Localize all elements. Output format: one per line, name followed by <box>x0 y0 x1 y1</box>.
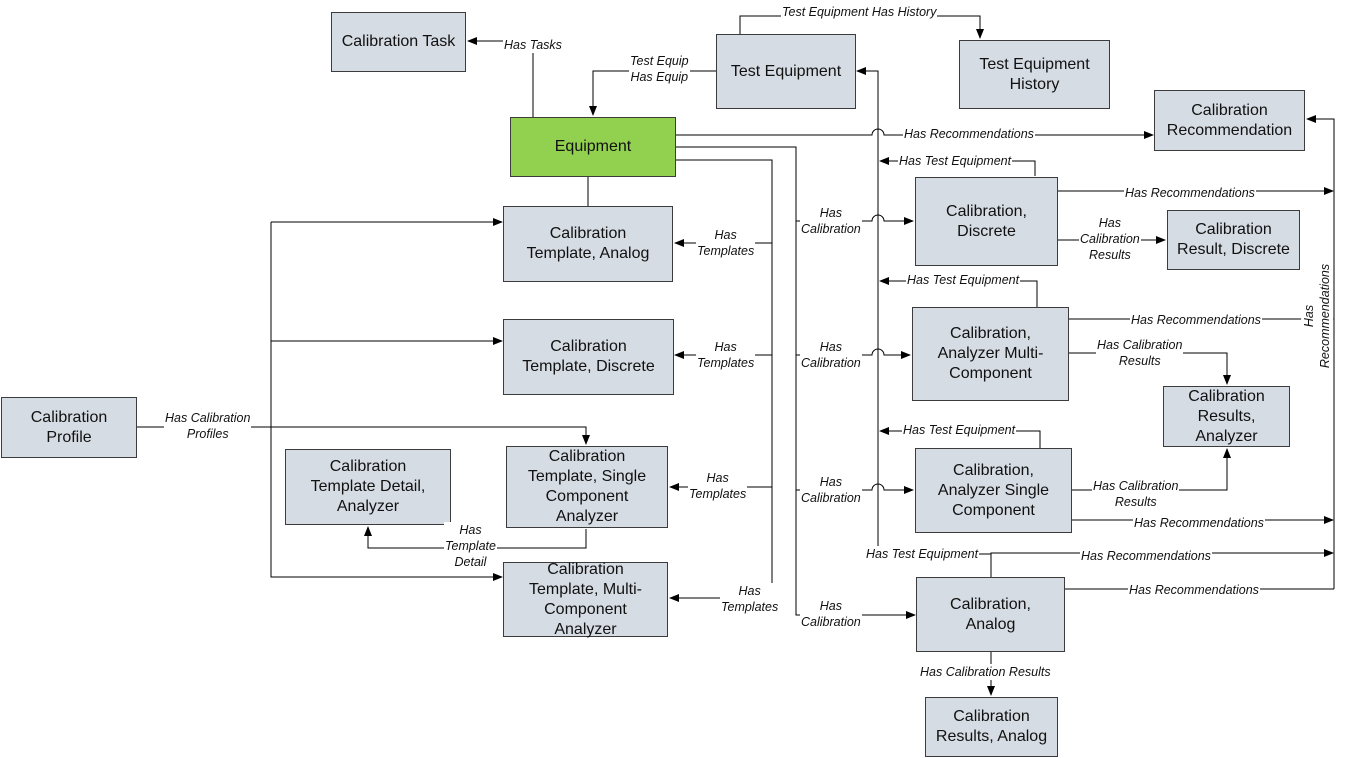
label-has-calibration-results-1: Has Calibration Results <box>1079 215 1141 263</box>
label-has-templates-4: Has Templates <box>720 583 780 615</box>
label-has-template-detail: Has Template Detail <box>444 522 497 570</box>
edge-has-recommendations-bus <box>1306 115 1335 589</box>
label-has-calibration-profiles: Has Calibration Profiles <box>164 410 252 442</box>
label-has-test-equipment-4: Has Test Equipment <box>865 546 980 562</box>
box-calibration-discrete: Calibration, Discrete <box>915 177 1058 266</box>
box-calibration-analog: Calibration, Analog <box>916 577 1065 652</box>
edge-has-calibration-2 <box>796 348 911 359</box>
label-has-calibration-4: Has Calibration <box>800 598 862 630</box>
label-has-calibration-2: Has Calibration <box>800 339 862 371</box>
edge-equipment-calibration-trunk <box>676 146 916 619</box>
label-has-calibration-3: Has Calibration <box>800 474 862 506</box>
edge-equipment-templates-trunk <box>669 159 773 602</box>
box-cal-template-multi: Calibration Template, Multi- Component A… <box>503 561 668 638</box>
label-test-equip-has-equip: Test Equip Has Equip <box>629 53 690 85</box>
edge-has-calibration-3 <box>796 483 914 494</box>
box-test-equipment-history: Test Equipment History <box>959 40 1110 109</box>
label-has-recommendations-4: Has Recommendations <box>1080 548 1212 564</box>
label-has-templates-1: Has Templates <box>696 227 756 259</box>
box-equipment: Equipment <box>510 117 676 177</box>
label-has-test-equipment-1: Has Test Equipment <box>898 153 1013 169</box>
label-has-recommendations-5: Has Recommendations <box>1128 582 1260 598</box>
label-has-calibration-results-4: Has Calibration Results <box>919 664 1052 680</box>
edge-has-test-equipment-bus <box>856 67 879 548</box>
edge-has-calibration-1 <box>796 214 914 225</box>
box-cal-result-discrete: Calibration Result, Discrete <box>1167 210 1300 270</box>
label-has-test-equipment-3: Has Test Equipment <box>902 422 1017 438</box>
label-has-recommendations-2: Has Recommendations <box>1130 312 1262 328</box>
label-has-tasks: Has Tasks <box>503 37 563 53</box>
label-has-templates-2: Has Templates <box>696 339 756 371</box>
box-cal-template-discrete: Calibration Template, Discrete <box>503 319 674 395</box>
box-calibration-profile: Calibration Profile <box>1 397 137 458</box>
label-has-test-equipment-2: Has Test Equipment <box>906 272 1021 288</box>
box-cal-template-single: Calibration Template, Single Component A… <box>506 446 668 528</box>
label-has-recommendations-top: Has Recommendations <box>903 126 1035 142</box>
label-has-calibration-results-3: Has Calibration Results <box>1092 478 1180 510</box>
label-has-templates-3: Has Templates <box>688 470 748 502</box>
edge-profile-trunk <box>270 222 503 581</box>
label-test-equip-has-history: Test Equipment Has History <box>781 4 938 20</box>
edge-has-calibration-profiles <box>137 426 590 445</box>
edge-has-recommendations-4 <box>990 549 1334 577</box>
label-has-calibration-results-2: Has Calibration Results <box>1096 337 1184 369</box>
box-cal-template-detail-analyzer: Calibration Template Detail, Analyzer <box>285 449 451 525</box>
box-test-equipment: Test Equipment <box>716 34 856 109</box>
box-calibration-task: Calibration Task <box>331 12 466 72</box>
label-has-recommendations-vertical: Has Recommendations <box>1301 262 1334 370</box>
box-calibration-analyzer-single: Calibration, Analyzer Single Component <box>915 448 1072 533</box>
label-has-recommendations-3: Has Recommendations <box>1133 515 1265 531</box>
label-has-calibration-1: Has Calibration <box>800 205 862 237</box>
box-cal-results-analog: Calibration Results, Analog <box>925 697 1058 757</box>
box-cal-results-analyzer: Calibration Results, Analyzer <box>1163 386 1290 447</box>
box-cal-template-analog: Calibration Template, Analog <box>503 206 673 282</box>
box-calibration-analyzer-multi: Calibration, Analyzer Multi- Component <box>912 307 1069 401</box>
label-has-recommendations-1: Has Recommendations <box>1124 185 1256 201</box>
box-calibration-recommendation: Calibration Recommendation <box>1154 90 1305 151</box>
